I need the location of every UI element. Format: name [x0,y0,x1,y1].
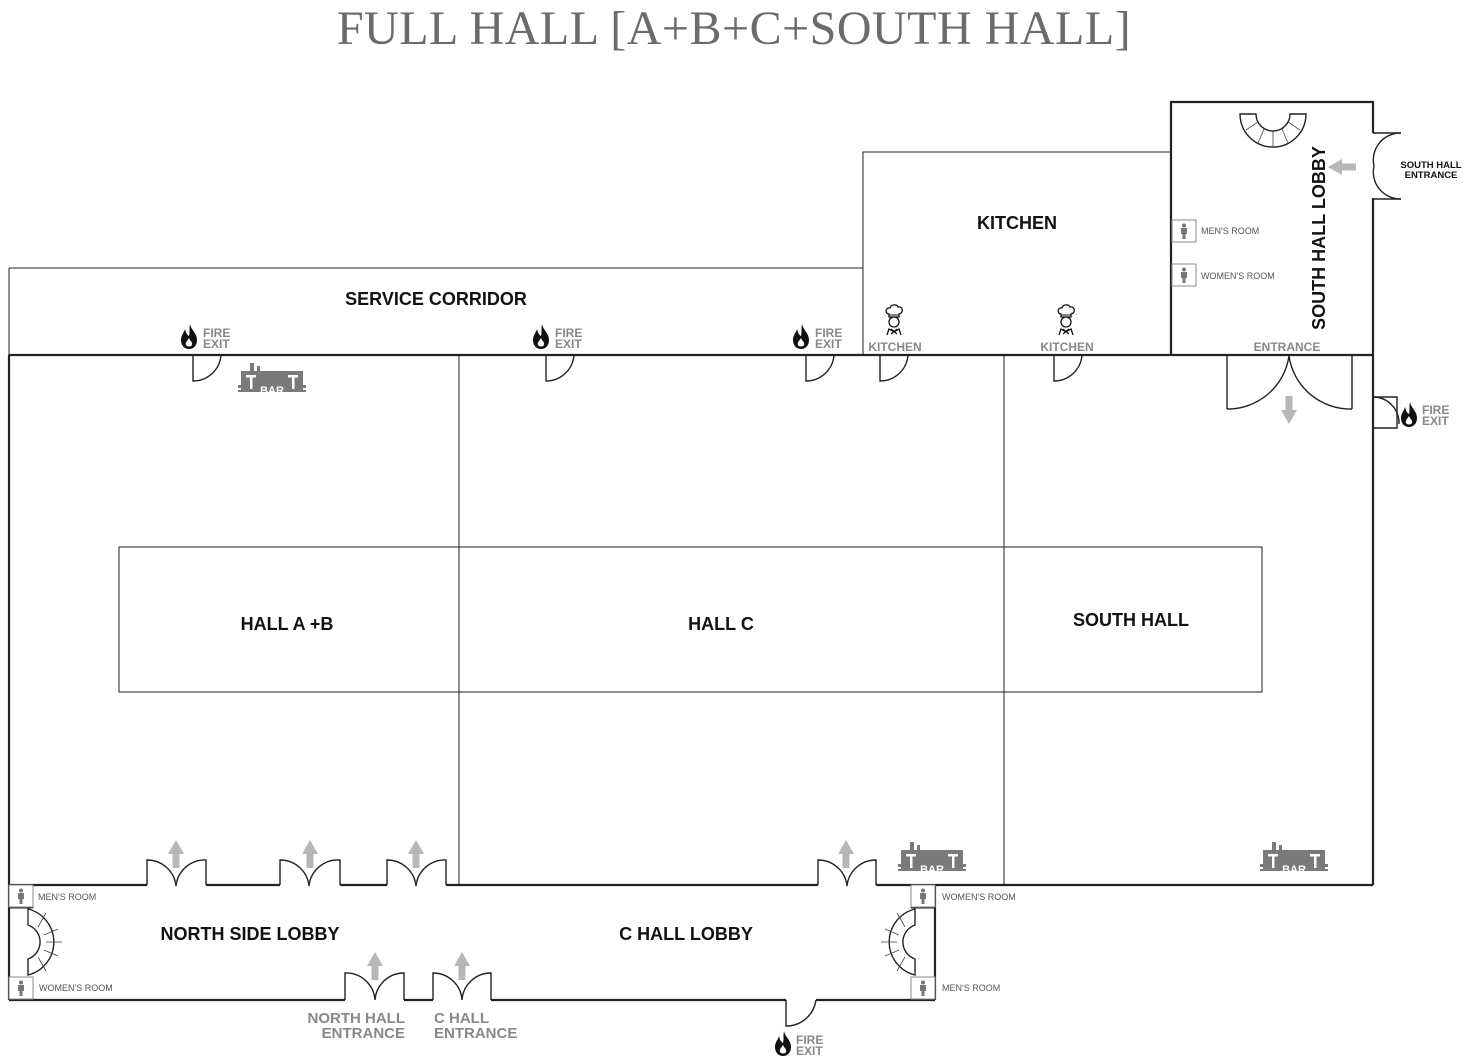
c-hall-lobby-label: C HALL LOBBY [619,924,753,944]
exit-label: EXIT [555,337,582,351]
south-hall-label: SOUTH HALL [1073,610,1189,630]
north-side-lobby-label: NORTH SIDE LOBBY [160,924,339,944]
arrow-icon [1281,396,1297,424]
fire-label: FIRE [815,326,842,340]
womens-room-label: WOMEN'S ROOM [1201,271,1275,281]
womens-room-label: WOMEN'S ROOM [39,983,113,993]
stair-icon [881,908,916,976]
c-hall-entrance-label: C HALL [434,1010,489,1027]
entrance-label: ENTRANCE [1254,340,1321,354]
exit-label: EXIT [796,1044,823,1057]
restroom-icon [8,976,34,1000]
south-hall-lobby-label: SOUTH HALL LOBBY [1309,146,1329,330]
hall-ab-label: HALL A +B [241,614,334,634]
chef-icon [885,304,903,336]
service-corridor-label: SERVICE CORRIDOR [345,289,527,309]
fire-icon [533,324,549,349]
c-hall-entrance-label: ENTRANCE [434,1025,517,1042]
chef-icon [1057,304,1075,336]
fire-icon [793,324,809,349]
bar-label: BAR [920,864,944,876]
fire-icon [181,324,197,349]
arrow-icon [1328,159,1356,175]
restroom-icon [1171,219,1197,243]
north-hall-entrance-label: NORTH HALL [308,1010,406,1027]
kitchen-label: KITCHEN [977,213,1057,233]
fire-label: FIRE [1422,403,1449,417]
stair-icon [1239,113,1307,148]
arrow-icon [168,840,184,868]
mens-room-label: MEN'S ROOM [38,892,96,902]
fire-icon [1401,402,1417,427]
south-hall-entrance-label: SOUTH HALL [1400,160,1461,171]
hall-c-label: HALL C [688,614,754,634]
mens-room-label: MEN'S ROOM [1201,226,1259,236]
arrow-icon [408,840,424,868]
arrow-icon [454,952,470,980]
restroom-icon [910,884,936,908]
exit-label: EXIT [1422,414,1449,428]
fire-icon [775,1031,791,1056]
mens-room-label: MEN'S ROOM [942,983,1000,993]
bar-label: BAR [260,385,284,397]
south-hall-entrance-label: ENTRANCE [1405,170,1458,181]
fire-label: FIRE [555,326,582,340]
arrow-icon [838,840,854,868]
kitchen-door-label: KITCHEN [1040,340,1093,354]
north-hall-entrance-label: ENTRANCE [322,1025,405,1042]
page-title: FULL HALL [A+B+C+SOUTH HALL] [337,2,1131,55]
restroom-icon [1171,263,1197,287]
arrow-icon [302,840,318,868]
womens-room-label: WOMEN'S ROOM [942,892,1016,902]
fire-label: FIRE [203,326,230,340]
fire-label: FIRE [796,1033,823,1047]
restroom-icon [910,976,936,1000]
exit-label: EXIT [203,337,230,351]
stair-icon [27,908,62,976]
exit-label: EXIT [815,337,842,351]
arrow-icon [367,952,383,980]
kitchen-door-label: KITCHEN [868,340,921,354]
bar-label: BAR [1282,864,1306,876]
